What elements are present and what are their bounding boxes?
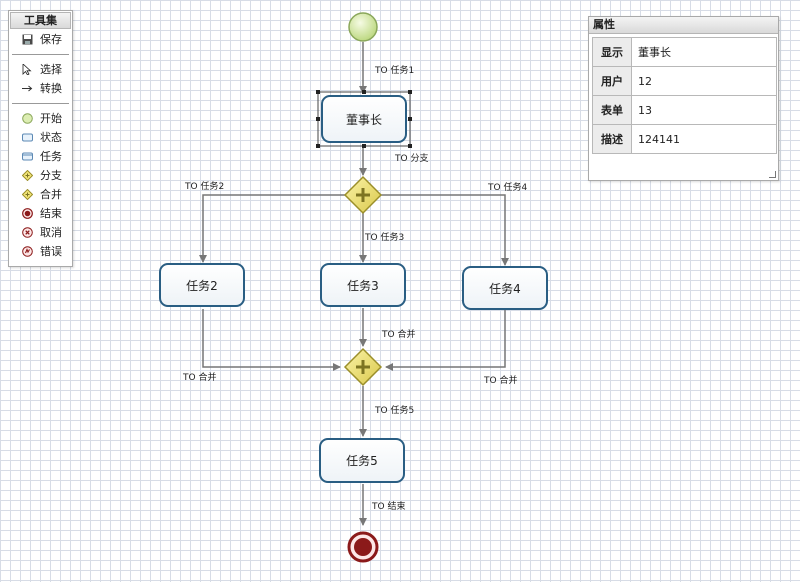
- property-row: 描述 124141: [592, 124, 777, 154]
- edge-task2-join[interactable]: [202, 309, 341, 371]
- edge-label: TO 合并: [182, 371, 216, 383]
- save-icon: [22, 34, 33, 45]
- task-3[interactable]: 任务3: [320, 263, 406, 307]
- start-circle-icon: [22, 113, 33, 124]
- toolbox-end-label: 结束: [40, 207, 62, 220]
- property-key: 表单: [592, 95, 632, 125]
- properties-title: 属性: [589, 17, 778, 34]
- task-label: 董事长: [346, 113, 382, 127]
- toolbox-transition[interactable]: 转换: [9, 79, 72, 98]
- toolbox-join[interactable]: 合并: [9, 185, 72, 204]
- edge-fork-task4[interactable]: [381, 194, 509, 266]
- cancel-circle-icon: [22, 227, 33, 238]
- task-2[interactable]: 任务2: [159, 263, 245, 307]
- resize-grip-icon[interactable]: [769, 171, 776, 178]
- toolbox-task[interactable]: 任务: [9, 147, 72, 166]
- edge-label: TO 结束: [371, 500, 405, 512]
- edge-label: TO 任务4: [487, 181, 527, 193]
- edge-fork-task2[interactable]: [199, 194, 345, 263]
- join-diamond-icon: [22, 189, 33, 200]
- toolbox-join-label: 合并: [40, 188, 62, 201]
- property-value-display[interactable]: 董事长: [631, 37, 777, 67]
- edge-label: TO 合并: [381, 328, 415, 340]
- toolbox-start[interactable]: 开始: [9, 109, 72, 128]
- properties-panel: 属性 显示 董事长 用户 12 表单 13 描述 124141: [588, 16, 779, 181]
- toolbox-fork[interactable]: 分支: [9, 166, 72, 185]
- edge-label: TO 任务5: [374, 404, 414, 416]
- property-row: 表单 13: [592, 95, 777, 125]
- toolbox-title: 工具集: [10, 12, 71, 29]
- toolbox-select-label: 选择: [40, 63, 62, 76]
- end-event[interactable]: [347, 531, 379, 563]
- toolbox-cancel[interactable]: 取消: [9, 223, 72, 242]
- toolbox-state[interactable]: 状态: [9, 128, 72, 147]
- arrow-right-icon: [22, 85, 33, 92]
- toolbox-select[interactable]: 选择: [9, 60, 72, 79]
- toolbox-divider: [12, 54, 69, 55]
- join-gateway[interactable]: [343, 347, 383, 387]
- toolbox-save-label: 保存: [40, 33, 62, 46]
- edge-label: TO 任务1: [374, 64, 414, 76]
- toolbox-cancel-label: 取消: [40, 226, 62, 239]
- start-event[interactable]: [348, 12, 378, 42]
- task-5[interactable]: 任务5: [319, 438, 405, 483]
- task-chairman[interactable]: 董事长: [316, 90, 412, 148]
- property-key: 用户: [592, 66, 632, 96]
- property-row: 显示 董事长: [592, 37, 777, 67]
- toolbox-transition-label: 转换: [40, 82, 62, 95]
- toolbox-task-label: 任务: [40, 150, 62, 163]
- property-row: 用户 12: [592, 66, 777, 96]
- property-key: 描述: [592, 124, 632, 154]
- toolbox-error[interactable]: 错误: [9, 242, 72, 261]
- state-box-icon: [22, 133, 33, 142]
- cursor-icon: [22, 64, 32, 75]
- task-label: 任务5: [346, 453, 378, 468]
- task-4[interactable]: 任务4: [462, 266, 548, 310]
- task-label: 任务2: [186, 278, 218, 293]
- properties-table: 显示 董事长 用户 12 表单 13 描述 124141: [592, 37, 777, 154]
- task-label: 任务3: [347, 278, 379, 293]
- task-box-icon: [22, 152, 33, 161]
- property-value-user[interactable]: 12: [631, 66, 777, 96]
- edge-label: TO 分支: [394, 152, 428, 164]
- edge-label: TO 任务3: [364, 231, 404, 243]
- toolbox-panel: 工具集 保存 选择 转换 开始 状态 任务 分支 合并 结束 取消: [8, 10, 73, 267]
- toolbox-fork-label: 分支: [40, 169, 62, 182]
- edge-label: TO 合并: [483, 374, 517, 386]
- error-circle-icon: [22, 246, 33, 257]
- edge-task4-join[interactable]: [385, 309, 506, 371]
- toolbox-error-label: 错误: [40, 245, 62, 258]
- fork-gateway[interactable]: [343, 175, 383, 215]
- toolbox-end[interactable]: 结束: [9, 204, 72, 223]
- task-label: 任务4: [489, 281, 521, 296]
- property-value-form[interactable]: 13: [631, 95, 777, 125]
- toolbox-start-label: 开始: [40, 112, 62, 125]
- fork-diamond-icon: [22, 170, 33, 181]
- property-key: 显示: [592, 37, 632, 67]
- toolbox-state-label: 状态: [40, 131, 62, 144]
- edge-label: TO 任务2: [184, 180, 224, 192]
- end-circle-icon: [22, 208, 33, 219]
- toolbox-save[interactable]: 保存: [9, 30, 72, 49]
- toolbox-divider: [12, 103, 69, 104]
- property-value-description[interactable]: 124141: [631, 124, 777, 154]
